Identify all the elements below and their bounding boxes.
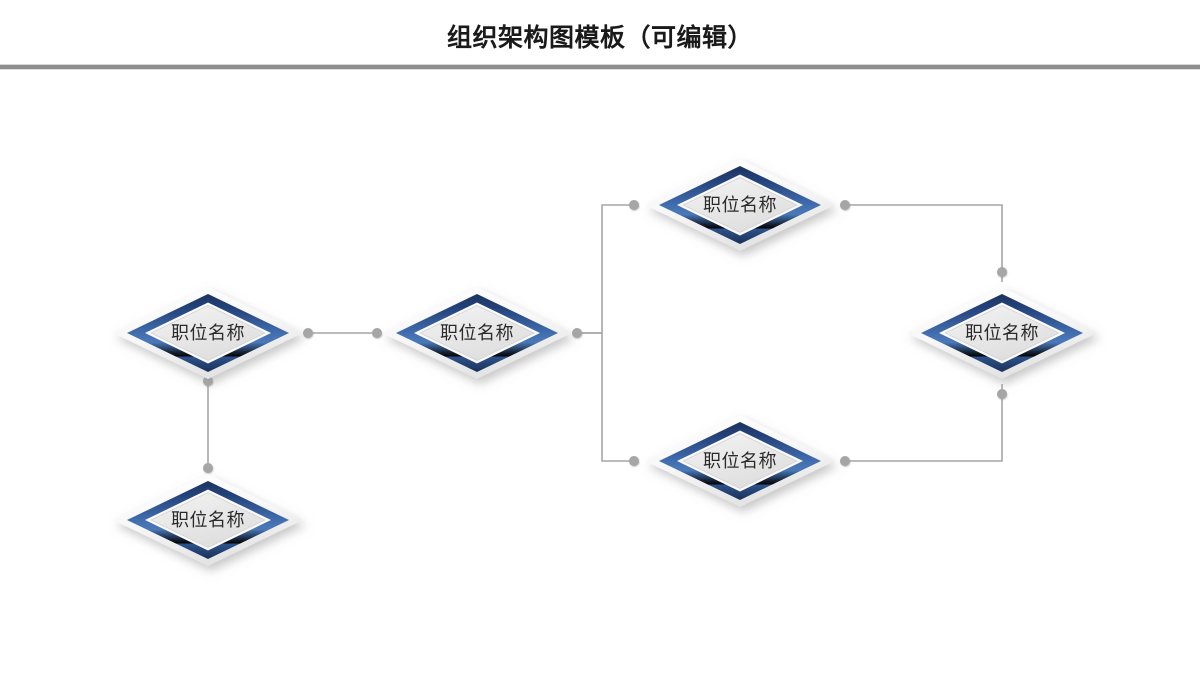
connector-dot: [203, 376, 213, 386]
node-label: 职位名称: [171, 510, 245, 531]
org-node[interactable]: 职位名称: [907, 287, 1097, 379]
connector-line: [842, 204, 1003, 282]
node-inner-plate: [150, 492, 266, 548]
node-label: 职位名称: [703, 195, 777, 216]
connector-dot: [572, 328, 582, 338]
connector-dot: [997, 267, 1007, 277]
node-inner-plate: [150, 305, 266, 361]
node-label: 职位名称: [171, 323, 245, 344]
connector-dot: [203, 463, 213, 473]
node-label: 职位名称: [703, 451, 777, 472]
node-label: 职位名称: [440, 323, 514, 344]
node-inner-plate: [944, 305, 1060, 361]
node-inner-plate: [419, 305, 535, 361]
node-label: 职位名称: [965, 323, 1039, 344]
title-divider: [0, 64, 1200, 70]
connector-dot: [303, 328, 313, 338]
connector-dot: [372, 328, 382, 338]
connector-dot: [997, 389, 1007, 399]
org-node[interactable]: 职位名称: [113, 287, 303, 379]
connector-line: [577, 332, 632, 462]
node-inner-plate: [682, 177, 798, 233]
connector-dot-layer: [203, 200, 1007, 473]
connector-line: [577, 204, 632, 334]
org-node[interactable]: 职位名称: [645, 415, 835, 507]
connector-dot: [840, 456, 850, 466]
org-node[interactable]: 职位名称: [113, 474, 303, 566]
org-node[interactable]: 职位名称: [645, 159, 835, 251]
connector-dot: [629, 200, 639, 210]
connector-line: [842, 384, 1003, 462]
connector-dot: [840, 200, 850, 210]
connector-dot: [629, 456, 639, 466]
node-inner-plate: [682, 433, 798, 489]
org-node[interactable]: 职位名称: [382, 287, 572, 379]
page-title: 组织架构图模板（可编辑）: [446, 23, 753, 52]
connector-layer: [207, 204, 1003, 468]
